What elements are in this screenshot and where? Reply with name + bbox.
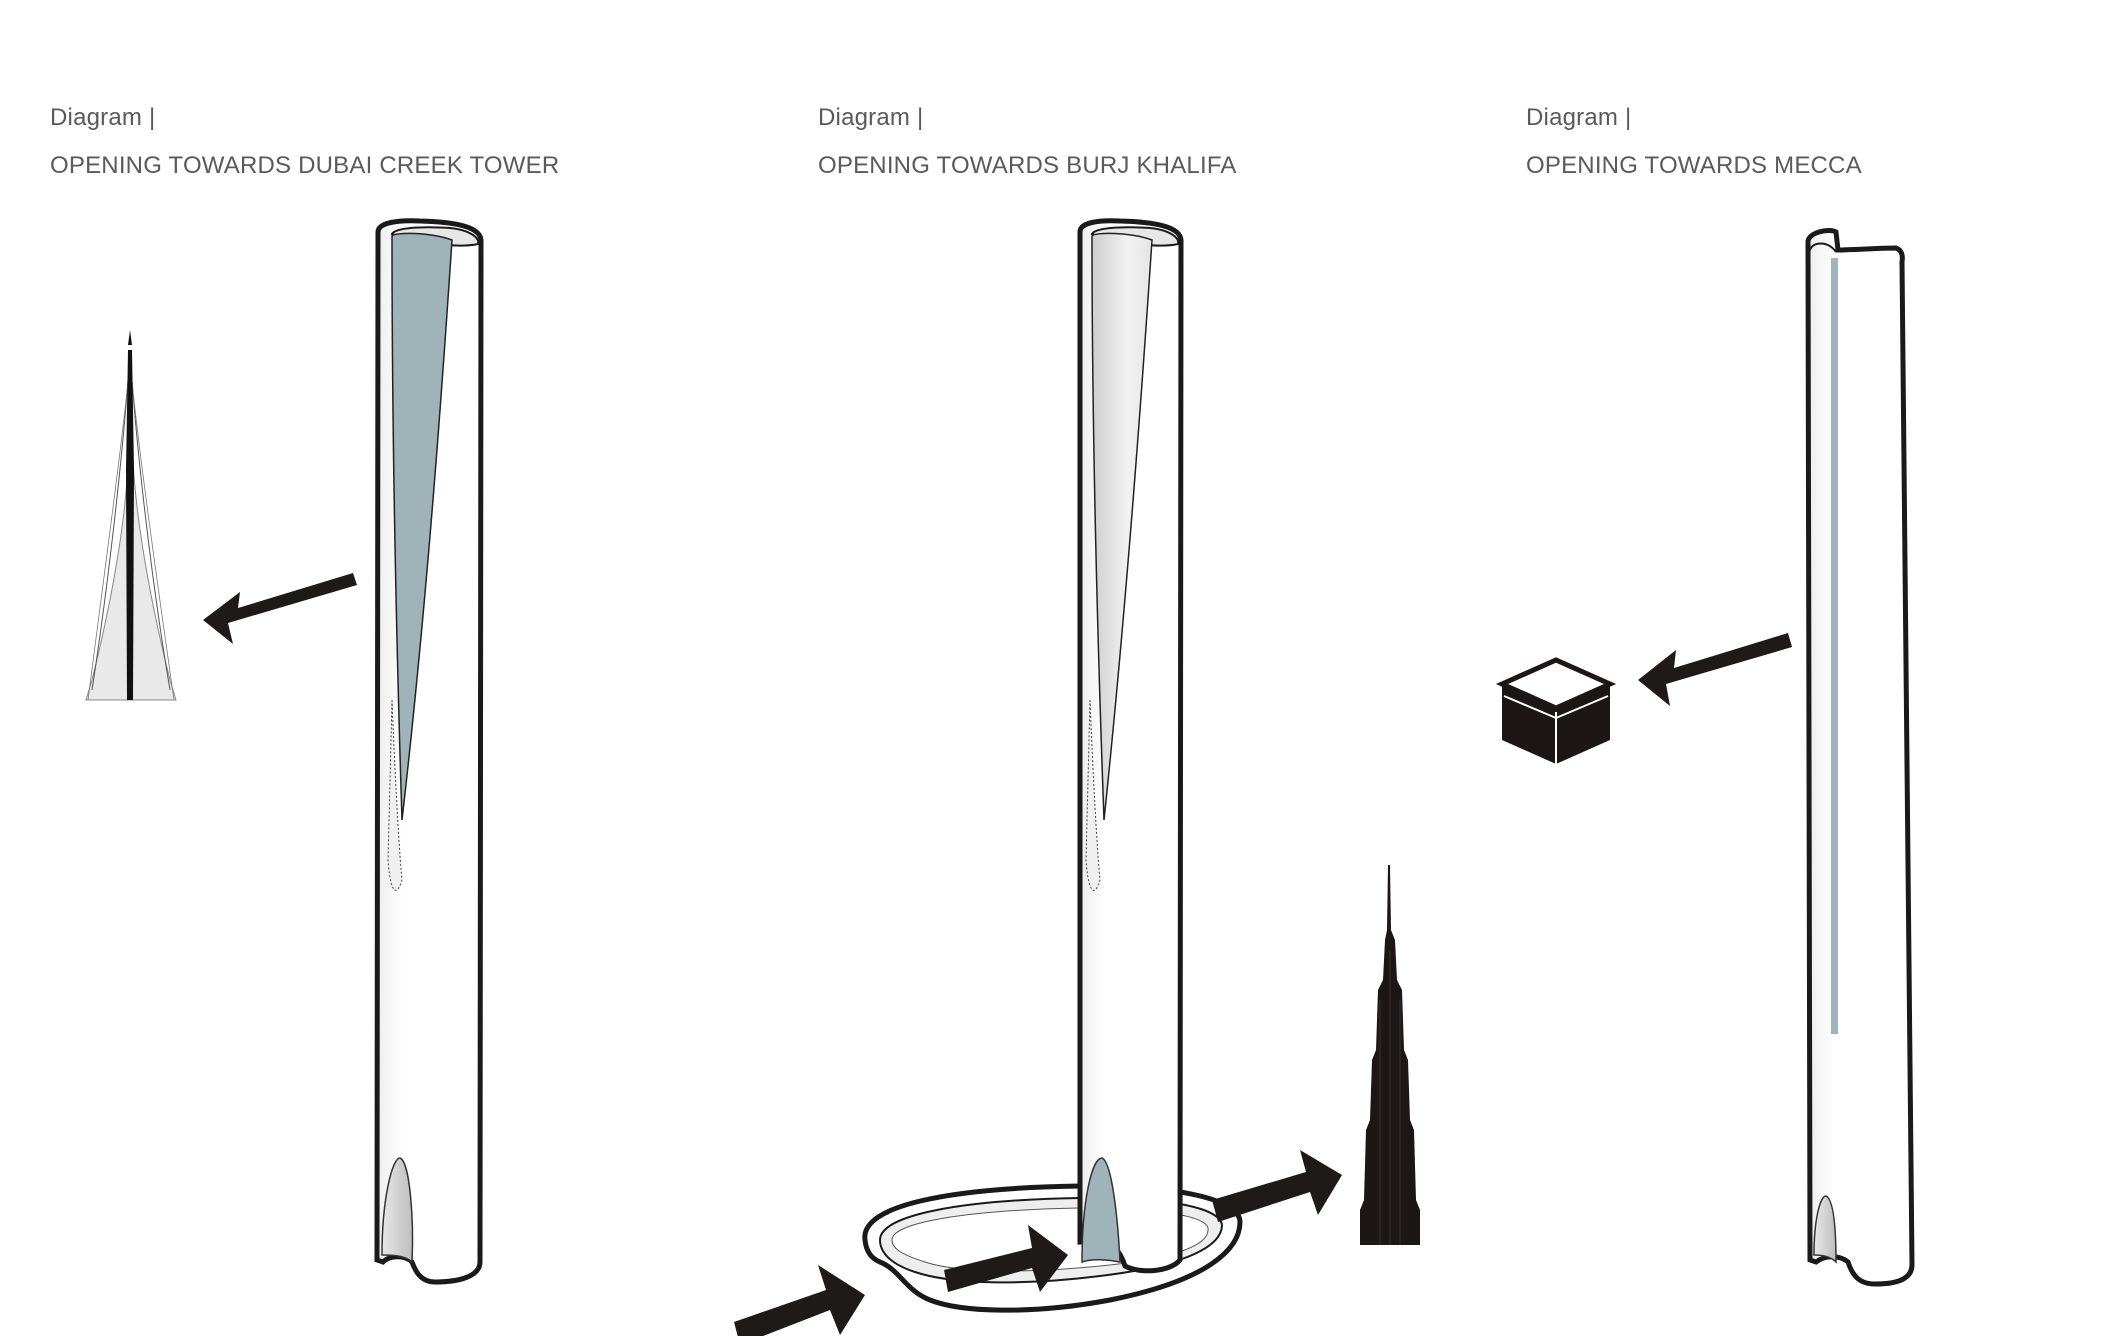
tower-3 [1805, 227, 1915, 1287]
panel-2-label: Diagram | [818, 104, 924, 131]
panel-2-diagram [734, 218, 1420, 1336]
panel-1-diagram [85, 218, 484, 1285]
opening-3 [1831, 258, 1838, 1034]
panel-3-label: Diagram | [1526, 104, 1632, 131]
kaaba-icon [1495, 657, 1617, 764]
arrow-2a [734, 1265, 865, 1336]
opening-1 [391, 232, 453, 821]
panel-3-diagram [1495, 227, 1915, 1287]
arrow-2b [944, 1225, 1068, 1292]
tower-1 [374, 218, 484, 1285]
tower-2 [1077, 218, 1184, 1274]
panel-1-title: OPENING TOWARDS DUBAI CREEK TOWER [50, 152, 560, 179]
arrow-3 [1638, 633, 1792, 706]
arrow-2c [1212, 1150, 1342, 1222]
panel-3-title: OPENING TOWARDS MECCA [1526, 152, 1862, 179]
dubai-creek-tower-icon [85, 330, 177, 701]
panel-1-label: Diagram | [50, 104, 156, 131]
arrow-1 [203, 573, 357, 644]
panel-2-title: OPENING TOWARDS BURJ KHALIFA [818, 152, 1237, 179]
burj-khalifa-icon [1360, 865, 1420, 1245]
opening-2 [1081, 1157, 1121, 1264]
